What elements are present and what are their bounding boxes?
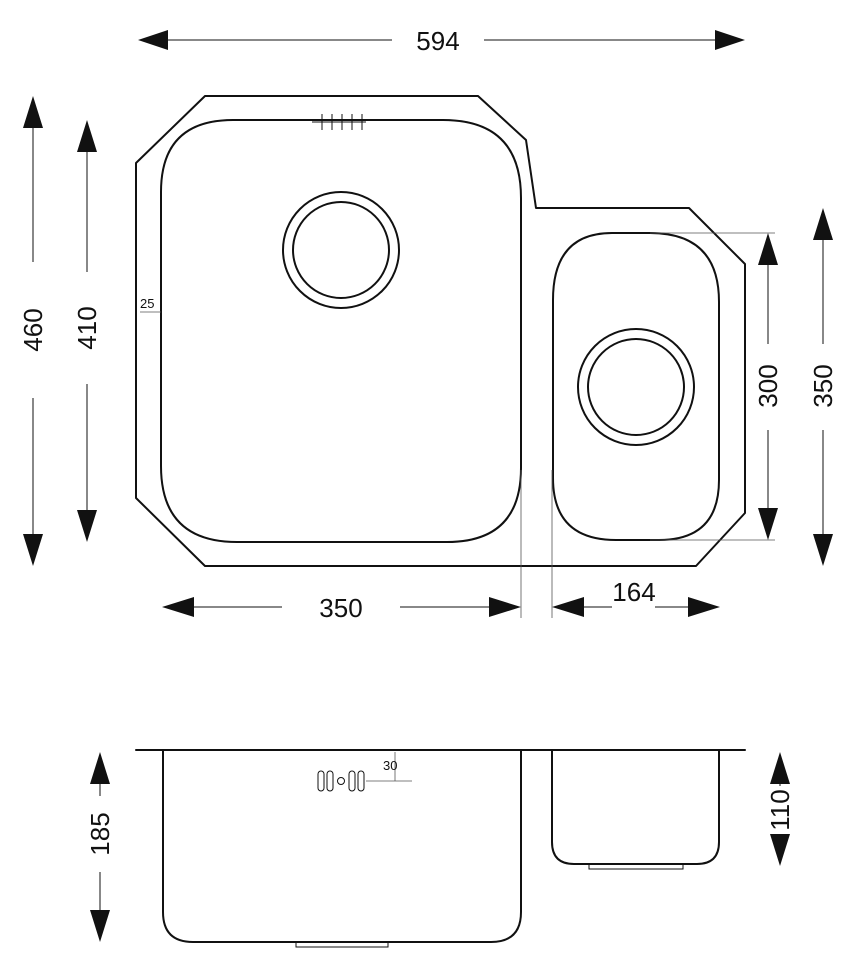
overflow-slots-icon (317, 770, 365, 792)
small-bowl-width-label: 164 (612, 577, 655, 607)
dim-small-bowl-width: 164 (552, 577, 720, 617)
large-bowl-width-label: 350 (319, 593, 362, 623)
large-bowl-waste-inner (292, 201, 390, 299)
overflow-offset-label: 30 (383, 758, 397, 773)
small-bowl-waste-outer (577, 328, 695, 446)
dim-large-bowl-width: 350 (162, 593, 521, 623)
outer-flange-outline (135, 95, 746, 567)
large-bowl-waste-outer (282, 191, 400, 309)
dim-small-section-height: 350 (808, 208, 838, 566)
small-bowl-waste-inner (587, 338, 685, 436)
small-bowl-depth-label: 110 (765, 789, 795, 830)
large-bowl-section (162, 749, 522, 943)
plan-view: 25 (135, 95, 775, 618)
overall-height-label: 460 (18, 308, 48, 351)
dim-small-bowl-height: 300 (753, 233, 783, 540)
dim-overall-width: 594 (138, 26, 745, 56)
corner-radius-label: 25 (140, 296, 154, 311)
small-bowl-height-label: 300 (753, 364, 783, 407)
side-view: 30 (135, 749, 746, 948)
dim-small-bowl-depth: 110 (765, 752, 795, 866)
overflow-marker-icon (312, 114, 366, 130)
large-bowl-depth-label: 185 (85, 812, 115, 855)
dim-large-bowl-depth: 185 (85, 752, 115, 942)
large-bowl-height-label: 410 (72, 306, 102, 349)
dim-large-bowl-height: 410 (72, 120, 102, 542)
overall-width-label: 594 (416, 26, 459, 56)
small-bowl-section (551, 749, 720, 865)
large-bowl-outline (160, 119, 522, 543)
dim-overall-height: 460 (18, 96, 48, 566)
small-section-height-label: 350 (808, 364, 838, 407)
